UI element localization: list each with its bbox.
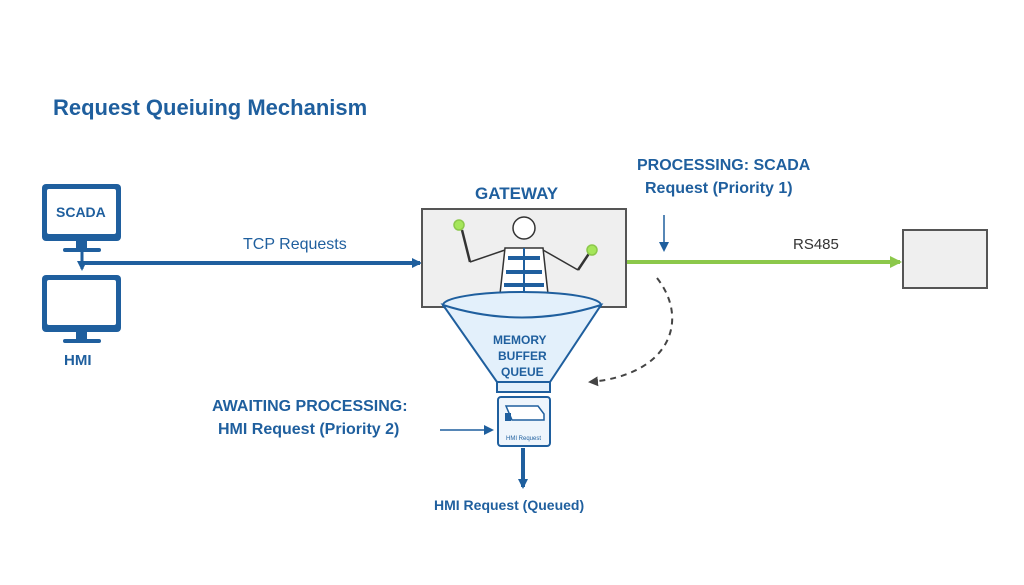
awaiting-label-line-1: AWAITING PROCESSING: — [212, 398, 408, 415]
tcp-requests-label: TCP Requests — [243, 236, 347, 253]
awaiting-label-line-2: HMI Request (Priority 2) — [218, 421, 400, 438]
hmi-label: HMI — [64, 352, 92, 369]
scada-label: SCADA — [56, 204, 106, 220]
buffer-label-line-1: MEMORY — [493, 333, 547, 347]
gateway-label: GATEWAY — [475, 184, 559, 203]
queued-label: HMI Request (Queued) — [434, 497, 585, 513]
buffer-label-line-3: QUEUE — [501, 365, 544, 379]
traffic-controller-icon — [453, 216, 598, 295]
memory-buffer-funnel — [440, 291, 604, 393]
processing-label-line-1: PROCESSING: SCADA — [637, 157, 811, 174]
hmi-monitor-icon — [42, 275, 121, 343]
buffer-label-line-2: BUFFER — [498, 349, 547, 363]
requeue-dashed-arrow — [588, 277, 674, 387]
field-device-box — [902, 229, 988, 289]
hmi-request-document-icon — [497, 396, 551, 447]
scada-monitor-icon — [42, 184, 121, 252]
processing-label-line-2: Request (Priority 1) — [645, 180, 793, 197]
document-label: HMI Request — [506, 436, 542, 442]
rs485-label: RS485 — [793, 236, 839, 253]
diagram-title: Request Queiuing Mechanism — [53, 95, 368, 120]
